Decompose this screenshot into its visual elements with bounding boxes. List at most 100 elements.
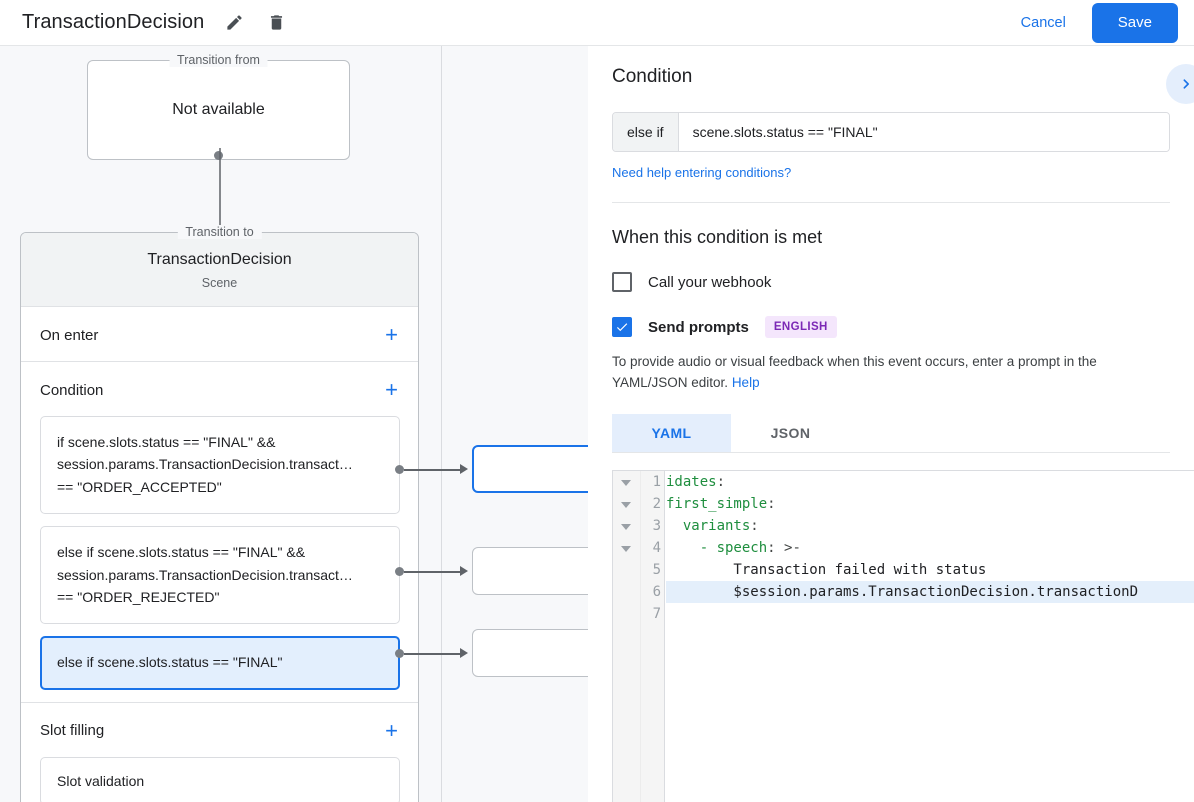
when-condition-met-title: When this condition is met xyxy=(612,227,823,247)
panel-body: When this condition is met Call your web… xyxy=(588,203,1194,453)
add-condition-button[interactable]: + xyxy=(385,377,398,402)
code-line-2[interactable]: first_simple: xyxy=(666,493,1194,515)
code-line-4[interactable]: - speech: >- xyxy=(666,537,1194,559)
top-bar-actions: Cancel Save xyxy=(1007,2,1178,43)
code-line-6[interactable]: $session.params.TransactionDecision.tran… xyxy=(666,581,1194,603)
scene-type: Scene xyxy=(201,276,238,290)
transition-from-anchor-dot xyxy=(214,151,223,160)
target-box-1[interactable] xyxy=(472,445,588,493)
transition-from-legend: Transition from xyxy=(169,53,268,67)
panel-header: Condition else if Need help entering con… xyxy=(588,46,1194,203)
scene-card-header: TransactionDecision Scene xyxy=(21,233,418,307)
code-token-2-1: first_simple xyxy=(666,496,768,512)
section-slot-filling: Slot filling + Slot validation xyxy=(21,703,418,802)
condition-item-2[interactable]: else if scene.slots.status == "FINAL" &&… xyxy=(40,526,400,625)
transition-from-box: Transition from Not available xyxy=(87,53,350,160)
condition-edge-dot-1 xyxy=(395,465,404,474)
fold-toggle-icon-line-4[interactable] xyxy=(621,546,631,552)
code-token-1-2: : xyxy=(716,474,726,490)
code-token-3-1: variants xyxy=(666,518,751,534)
code-token-1-1: idates xyxy=(666,474,717,490)
condition-item-3[interactable]: else if scene.slots.status == "FINAL" xyxy=(40,636,400,690)
pencil-icon[interactable] xyxy=(222,11,246,35)
condition-item-1[interactable]: if scene.slots.status == "FINAL" &&sessi… xyxy=(40,416,400,515)
canvas-guide-line xyxy=(441,46,442,802)
code-content-area[interactable]: idates:first_simple: variants: - speech:… xyxy=(666,471,1194,802)
fold-toggle-icon-line-1[interactable] xyxy=(621,480,631,486)
send-prompts-row[interactable]: Send prompts ENGLISH xyxy=(612,316,1170,338)
condition-edge-line-1 xyxy=(404,469,462,471)
cancel-button[interactable]: Cancel xyxy=(1007,7,1080,39)
code-token-5-1: Transaction failed with status xyxy=(666,562,987,578)
chevron-right-icon[interactable] xyxy=(1166,64,1194,104)
line-number-1: 1 xyxy=(652,474,661,490)
send-prompts-label: Send prompts xyxy=(648,318,749,336)
save-button[interactable]: Save xyxy=(1091,2,1178,43)
tab-json[interactable]: JSON xyxy=(770,424,811,441)
section-head-condition: Condition + xyxy=(21,362,418,416)
transition-from-value: Not available xyxy=(172,101,265,118)
page-title: TransactionDecision xyxy=(22,11,205,33)
section-on-enter: On enter + xyxy=(21,307,418,362)
target-box-2[interactable] xyxy=(472,547,588,595)
fold-toggle-icon-line-3[interactable] xyxy=(621,524,631,530)
code-line-3[interactable]: variants: xyxy=(666,515,1194,537)
scene-card: Transition to TransactionDecision Scene … xyxy=(20,225,419,802)
chevron-right-icon-glyph xyxy=(1183,79,1189,89)
condition-edge-dot-2 xyxy=(395,567,404,576)
condition-input-row[interactable]: else if xyxy=(612,112,1170,152)
condition-help-link[interactable]: Need help entering conditions? xyxy=(612,165,792,180)
condition-edge-arrow-1 xyxy=(460,464,468,474)
section-head-on-enter: On enter + xyxy=(21,307,418,361)
condition-item-3-line-1: else if scene.slots.status == "FINAL" xyxy=(57,654,283,671)
condition-item-2-line-1: else if scene.slots.status == "FINAL" && xyxy=(57,544,306,561)
send-prompts-checkbox[interactable] xyxy=(612,317,632,337)
line-number-4: 4 xyxy=(652,540,661,556)
section-label-on-enter: On enter xyxy=(40,326,99,344)
condition-edge-arrow-2 xyxy=(460,566,468,576)
code-line-1[interactable]: idates: xyxy=(666,471,1194,493)
pencil-icon-glyph xyxy=(227,15,242,30)
condition-expression-input[interactable] xyxy=(678,113,1169,151)
send-prompts-description: To provide audio or visual feedback when… xyxy=(612,352,1168,394)
call-webhook-label: Call your webhook xyxy=(648,273,772,291)
line-number-2: 2 xyxy=(652,496,661,512)
condition-list: if scene.slots.status == "FINAL" &&sessi… xyxy=(21,416,418,690)
target-box-3[interactable] xyxy=(472,629,588,677)
section-head-slot-filling: Slot filling + xyxy=(21,703,418,757)
call-webhook-checkbox[interactable] xyxy=(612,272,632,292)
scene-name: TransactionDecision xyxy=(147,251,292,268)
add-on-enter-button[interactable]: + xyxy=(385,322,398,347)
condition-edge-line-2 xyxy=(404,571,462,573)
code-line-5[interactable]: Transaction failed with status xyxy=(666,559,1194,581)
webhook-row[interactable]: Call your webhook xyxy=(612,272,1170,292)
prompts-help-link[interactable]: Help xyxy=(731,374,760,390)
code-token-4-2: : >- xyxy=(767,540,801,556)
line-number-3: 3 xyxy=(652,518,661,534)
send-prompts-description-text: To provide audio or visual feedback when… xyxy=(612,354,1097,390)
trash-icon[interactable] xyxy=(264,11,288,35)
condition-prefix-label: else if xyxy=(613,113,679,151)
section-label-slot-filling: Slot filling xyxy=(40,722,105,740)
editor-format-tabs: YAML JSON xyxy=(612,413,1170,453)
panel-title: Condition xyxy=(612,66,693,87)
code-fold-gutter[interactable] xyxy=(613,471,641,802)
code-line-7[interactable] xyxy=(666,603,1194,625)
trash-icon-glyph xyxy=(270,15,282,30)
code-token-4-1: - speech xyxy=(666,540,768,556)
condition-edge-arrow-3 xyxy=(460,648,468,658)
panel-divider xyxy=(612,202,1170,203)
condition-item-1-line-2: session.params.TransactionDecision.trans… xyxy=(57,456,353,473)
tab-yaml[interactable]: YAML xyxy=(612,413,731,452)
section-label-condition: Condition xyxy=(40,381,104,399)
fold-toggle-icon-line-2[interactable] xyxy=(621,502,631,508)
slot-validation-item[interactable]: Slot validation xyxy=(40,756,400,802)
add-slot-filling-button[interactable]: + xyxy=(385,717,398,743)
line-number-6: 6 xyxy=(652,584,661,600)
top-app-bar: TransactionDecision Cancel Save xyxy=(0,0,1194,46)
section-condition: Condition + if scene.slots.status == "FI… xyxy=(21,362,418,703)
condition-item-1-line-3: == "ORDER_ACCEPTED" xyxy=(57,478,222,495)
scene-graph-canvas[interactable]: Transition from Not available Transition… xyxy=(0,46,588,802)
